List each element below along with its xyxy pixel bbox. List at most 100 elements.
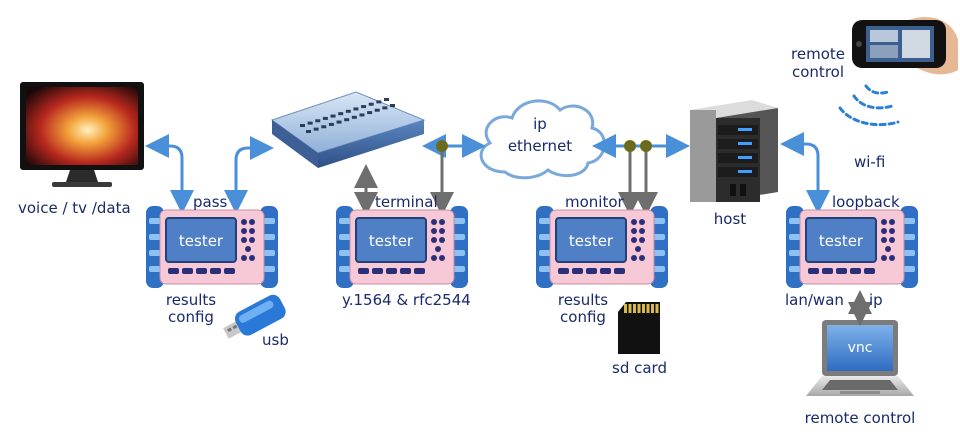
tester-key <box>182 268 193 274</box>
tester-screen-label: tester <box>369 232 414 250</box>
tester-key <box>822 268 833 274</box>
tester-keypad-button <box>431 228 437 234</box>
tester-keypad-button <box>431 237 437 243</box>
vnc-label: vnc <box>848 340 873 356</box>
usb-label: usb <box>262 331 289 349</box>
tester-4-caption-lan-wan: lan/wan <box>785 291 844 309</box>
voice-tv-data-label: voice / tv /data <box>18 199 131 217</box>
tester-keypad-button <box>881 237 887 243</box>
remote-label-line-2: control <box>792 63 844 81</box>
tap-node <box>436 140 448 152</box>
tester-keypad-button <box>249 219 255 225</box>
tester-screen <box>355 217 427 263</box>
tester-key <box>210 268 221 274</box>
tap-nodes <box>436 140 652 152</box>
tester-screen <box>805 217 877 263</box>
tester-key <box>808 268 819 274</box>
tester-key <box>224 268 235 274</box>
tester-keypad-button <box>241 228 247 234</box>
tester-keypad-button <box>249 237 255 243</box>
tester-screen-label: tester <box>179 232 224 250</box>
tester-keypad-button <box>635 246 641 252</box>
tester-keypad-button <box>639 237 645 243</box>
tester-keypad-button <box>241 219 247 225</box>
tester-keypad-button <box>889 219 895 225</box>
tester-screen-label: tester <box>819 232 864 250</box>
tester-key <box>400 268 411 274</box>
tester-key <box>386 268 397 274</box>
tester-keypad-button <box>439 219 445 225</box>
tester-key <box>558 268 569 274</box>
tester-3-caption-line-2: config <box>560 308 606 326</box>
tester-keypad-button <box>439 255 445 261</box>
tester-keypad-button <box>881 219 887 225</box>
tester-keypad-button <box>249 255 255 261</box>
usb-stick-icon <box>223 294 286 339</box>
tester-keypad-button <box>631 237 637 243</box>
network-switch-icon <box>270 91 426 168</box>
tester-keypad-button <box>881 228 887 234</box>
tester-keypad-button <box>639 228 645 234</box>
tester-keypad-button <box>631 255 637 261</box>
tester-keypad-button <box>889 255 895 261</box>
tester-1-caption-line-1: results <box>165 291 217 309</box>
tester-key <box>614 268 625 274</box>
tester-device: tester <box>146 206 278 288</box>
tester-screen <box>165 217 237 263</box>
wifi-signal-icon <box>838 84 900 127</box>
tester-keypad-button <box>631 219 637 225</box>
tester-1-caption-line-2: config <box>168 308 214 326</box>
remote-control-label: remote control <box>804 409 916 427</box>
cloud-label-ip: ip <box>533 115 547 133</box>
laptop-icon <box>806 320 914 396</box>
tester-keypad-button <box>431 219 437 225</box>
tester-device: tester <box>536 206 668 288</box>
tester-keypad-button <box>431 255 437 261</box>
tester-keypad-button <box>631 228 637 234</box>
tester-keypad-button <box>241 255 247 261</box>
tester-keypad-button <box>241 237 247 243</box>
server-tower-icon <box>690 100 778 202</box>
tester-keypad-button <box>249 228 255 234</box>
tester-4-mode-label: loopback <box>832 193 900 211</box>
tester-device: tester <box>786 206 918 288</box>
tester-key <box>414 268 425 274</box>
tester-key <box>372 268 383 274</box>
tester-1-mode-label: pass <box>193 193 228 211</box>
host-label: host <box>713 210 747 228</box>
tester-keypad-button <box>889 228 895 234</box>
tester-key <box>586 268 597 274</box>
tester-3-mode-label: monitor <box>565 193 624 211</box>
tester-keypad-button <box>439 228 445 234</box>
tester-4-caption-ip: ip <box>869 291 883 309</box>
smartphone-icon <box>852 17 958 75</box>
cloud-label-ethernet: ethernet <box>507 137 573 155</box>
tester-keypad-button <box>881 255 887 261</box>
monitor-icon <box>20 82 144 187</box>
tester-key <box>600 268 611 274</box>
tap-node <box>640 140 652 152</box>
tester-2-caption: y.1564 & rfc2544 <box>342 291 471 309</box>
tester-screen <box>555 217 627 263</box>
tester-key <box>358 268 369 274</box>
sd-card-label: sd card <box>612 359 667 377</box>
tester-key <box>864 268 875 274</box>
tester-key <box>196 268 207 274</box>
tester-keypad-button <box>435 246 441 252</box>
tester-key <box>850 268 861 274</box>
tester-keypad-button <box>439 237 445 243</box>
remote-label-line-1: remote <box>791 45 845 63</box>
tester-3-caption-line-1: results <box>557 291 609 309</box>
cloud-icon <box>479 99 606 180</box>
wifi-label: wi-fi <box>854 153 886 171</box>
tester-keypad-button <box>885 246 891 252</box>
sd-card-icon <box>618 302 660 354</box>
tester-key <box>836 268 847 274</box>
tester-2-mode-label: terminal <box>375 193 438 211</box>
tester-keypad-button <box>889 237 895 243</box>
tester-screen-label: tester <box>569 232 614 250</box>
tester-key <box>168 268 179 274</box>
tester-device: tester <box>336 206 468 288</box>
